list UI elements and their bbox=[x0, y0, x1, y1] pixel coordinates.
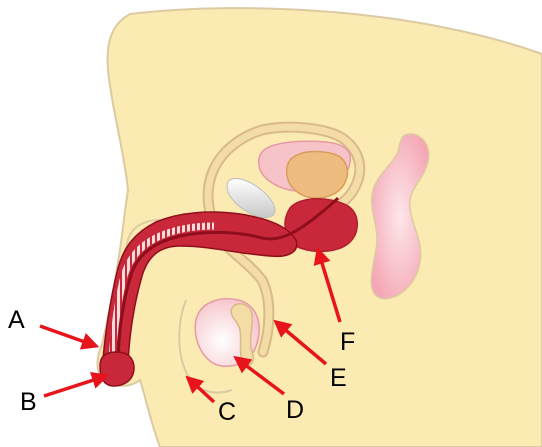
seminal-vesicle bbox=[287, 152, 348, 198]
label-C: C bbox=[218, 398, 236, 426]
label-F: F bbox=[340, 328, 355, 356]
arrow-B bbox=[44, 376, 106, 396]
label-A: A bbox=[8, 306, 25, 334]
label-B: B bbox=[20, 388, 37, 416]
label-E: E bbox=[330, 364, 347, 392]
label-D: D bbox=[286, 396, 304, 424]
arrow-A bbox=[40, 326, 96, 346]
glans-tip bbox=[100, 352, 134, 386]
